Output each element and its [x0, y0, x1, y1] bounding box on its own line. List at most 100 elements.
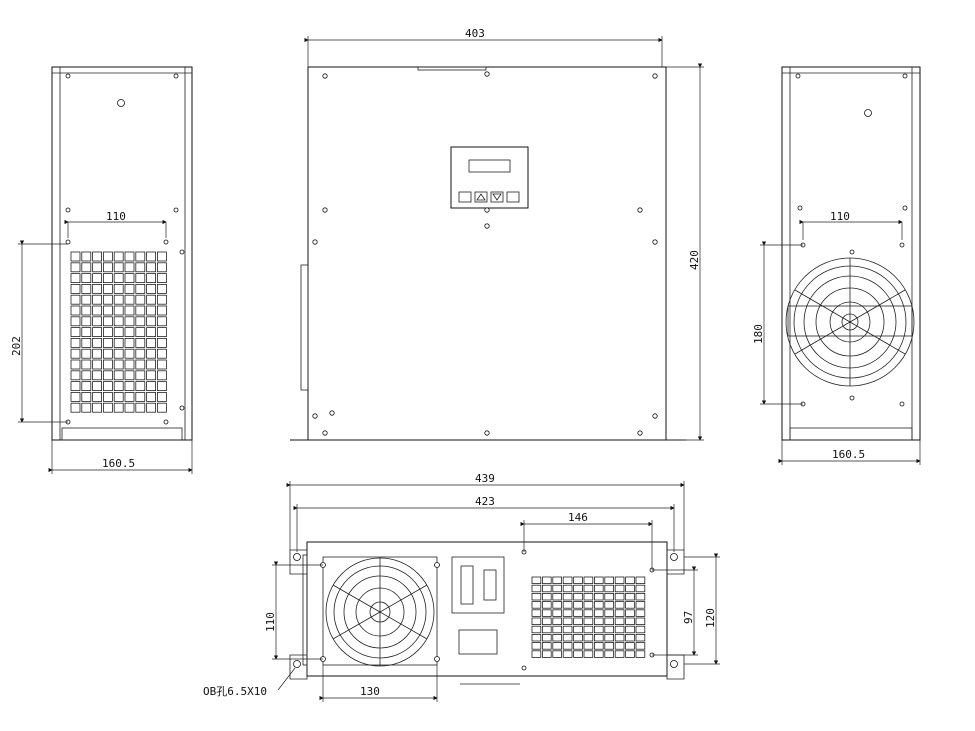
vent-cell	[531, 593, 542, 601]
vent-cell	[614, 617, 625, 625]
vent-cell	[635, 642, 646, 650]
vent-cell	[594, 601, 604, 609]
vent-cell	[135, 251, 146, 262]
vent-cell	[614, 625, 625, 634]
vent-cell	[92, 359, 102, 370]
vent-cell	[583, 593, 594, 601]
vent-cell	[635, 650, 646, 658]
vent-cell	[113, 283, 124, 294]
vent-cell	[113, 391, 124, 402]
vent-cell	[92, 294, 102, 305]
vent-cell	[113, 370, 124, 381]
vent-cell	[552, 576, 562, 584]
vent-cell	[542, 576, 552, 584]
vent-cell	[614, 642, 625, 650]
vent-cell	[625, 593, 635, 601]
vent-cell	[625, 642, 635, 650]
vent-cell	[70, 381, 81, 392]
lcd-display	[468, 159, 511, 173]
vent-cell	[124, 337, 135, 348]
vent-cell	[70, 327, 81, 338]
vent-cell	[124, 327, 135, 338]
vent-cell	[542, 609, 552, 617]
vent-cell	[594, 584, 604, 593]
vent-cell	[81, 316, 92, 327]
vent-cell	[542, 634, 552, 642]
vent-cell	[542, 593, 552, 601]
vent-cell	[604, 593, 614, 601]
vent-cell	[81, 359, 92, 370]
vent-cell	[552, 584, 562, 593]
vent-cell	[573, 584, 583, 593]
vent-cell	[531, 576, 542, 584]
vent-cell	[81, 273, 92, 284]
vent-cell	[81, 402, 92, 413]
dim-bottom-423: 423	[475, 495, 495, 508]
left-vent-grid	[70, 251, 167, 413]
vent-cell	[113, 262, 124, 273]
vent-cell	[562, 576, 573, 584]
vent-cell	[594, 642, 604, 650]
vent-cell	[604, 609, 614, 617]
vent-cell	[156, 391, 167, 402]
vent-cell	[635, 609, 646, 617]
vent-cell	[552, 634, 562, 642]
vent-cell	[614, 593, 625, 601]
vent-cell	[146, 273, 157, 284]
mount-hole	[312, 413, 318, 419]
vent-cell	[135, 348, 146, 359]
vent-cell	[135, 327, 146, 338]
mount-hole	[484, 430, 490, 436]
vent-cell	[146, 348, 157, 359]
vent-cell	[552, 601, 562, 609]
vent-cell	[594, 576, 604, 584]
vent-cell	[573, 642, 583, 650]
vent-cell	[113, 348, 124, 359]
vent-cell	[70, 283, 81, 294]
vent-cell	[92, 337, 102, 348]
vent-cell	[70, 337, 81, 348]
mount-hole	[322, 430, 328, 436]
vent-cell	[70, 370, 81, 381]
vent-cell	[103, 283, 113, 294]
mount-hole	[637, 430, 643, 436]
vent-cell	[635, 601, 646, 609]
vent-cell	[70, 316, 81, 327]
dim-bottom-130: 130	[360, 685, 380, 698]
vent-cell	[583, 617, 594, 625]
vent-cell	[573, 625, 583, 634]
vent-cell	[92, 251, 102, 262]
vent-cell	[542, 601, 552, 609]
vent-cell	[562, 617, 573, 625]
vent-cell	[146, 381, 157, 392]
left-side-view: 110 202 160.5	[10, 66, 193, 474]
vent-cell	[113, 316, 124, 327]
dim-bottom-439: 439	[475, 472, 495, 485]
vent-cell	[573, 650, 583, 658]
vent-cell	[81, 305, 92, 316]
dim-bottom-146: 146	[568, 511, 588, 524]
vent-cell	[583, 625, 594, 634]
vent-cell	[103, 370, 113, 381]
vent-cell	[135, 294, 146, 305]
vent-cell	[146, 391, 157, 402]
vent-cell	[135, 402, 146, 413]
dim-bottom-120: 120	[704, 608, 717, 628]
vent-cell	[614, 609, 625, 617]
vent-cell	[156, 283, 167, 294]
vent-cell	[103, 305, 113, 316]
vent-cell	[81, 262, 92, 273]
dim-left-160-5: 160.5	[102, 457, 135, 470]
vent-cell	[103, 262, 113, 273]
vent-cell	[552, 642, 562, 650]
vent-cell	[70, 294, 81, 305]
vent-cell	[146, 262, 157, 273]
mount-hole	[652, 239, 658, 245]
vent-cell	[103, 348, 113, 359]
vent-cell	[531, 625, 542, 634]
dim-front-420: 420	[688, 250, 701, 270]
vent-cell	[625, 576, 635, 584]
vent-cell	[604, 642, 614, 650]
vent-cell	[92, 370, 102, 381]
mount-hole	[322, 207, 328, 213]
